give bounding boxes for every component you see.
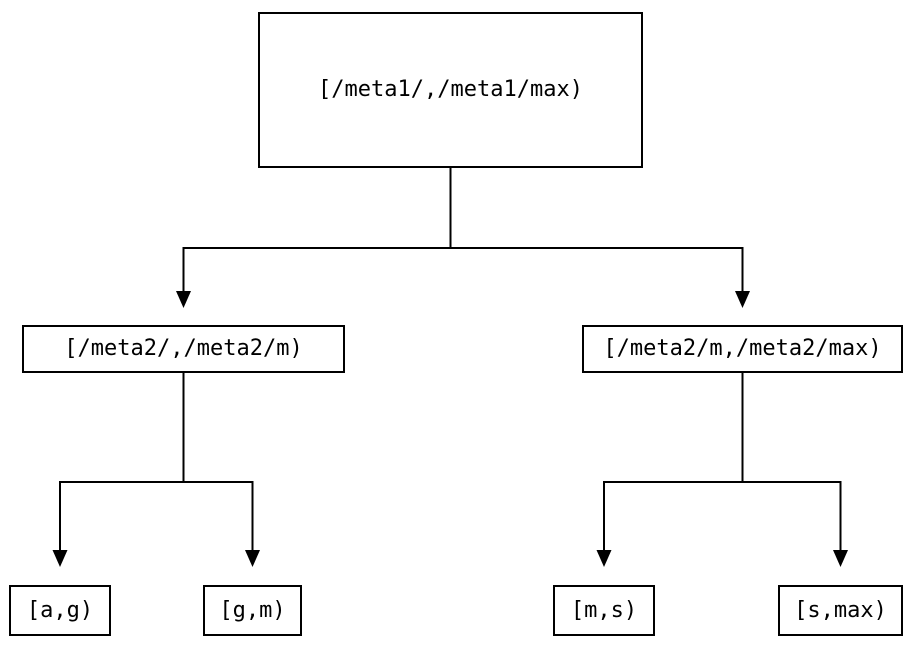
node-label: [s,max) bbox=[794, 597, 887, 623]
arrowhead-icon bbox=[833, 550, 848, 567]
edge-root-to-children bbox=[176, 168, 750, 308]
node-leaf-ms: [m,s) bbox=[553, 585, 655, 636]
arrowhead-icon bbox=[52, 550, 68, 567]
node-label: [a,g) bbox=[26, 597, 94, 623]
node-label: [/meta1/,/meta1/max) bbox=[318, 77, 583, 102]
arrowhead-icon bbox=[245, 550, 260, 567]
node-root: [/meta1/,/meta1/max) bbox=[258, 12, 643, 168]
node-leaf-gm: [g,m) bbox=[203, 585, 302, 636]
node-label: [m,s) bbox=[570, 597, 638, 623]
node-left-child: [/meta2/,/meta2/m) bbox=[22, 325, 345, 373]
arrowhead-icon bbox=[176, 291, 191, 308]
arrowhead-icon bbox=[596, 550, 612, 567]
node-label: [/meta2/,/meta2/m) bbox=[64, 336, 303, 361]
node-label: [/meta2/m,/meta2/max) bbox=[603, 336, 882, 361]
node-right-child: [/meta2/m,/meta2/max) bbox=[582, 325, 903, 373]
edge-leftchild-to-leaves bbox=[52, 373, 260, 567]
node-leaf-smax: [s,max) bbox=[778, 585, 903, 636]
node-leaf-ag: [a,g) bbox=[9, 585, 111, 636]
edge-rightchild-to-leaves bbox=[596, 373, 848, 567]
node-label: [g,m) bbox=[219, 597, 286, 623]
arrowhead-icon bbox=[735, 291, 750, 308]
